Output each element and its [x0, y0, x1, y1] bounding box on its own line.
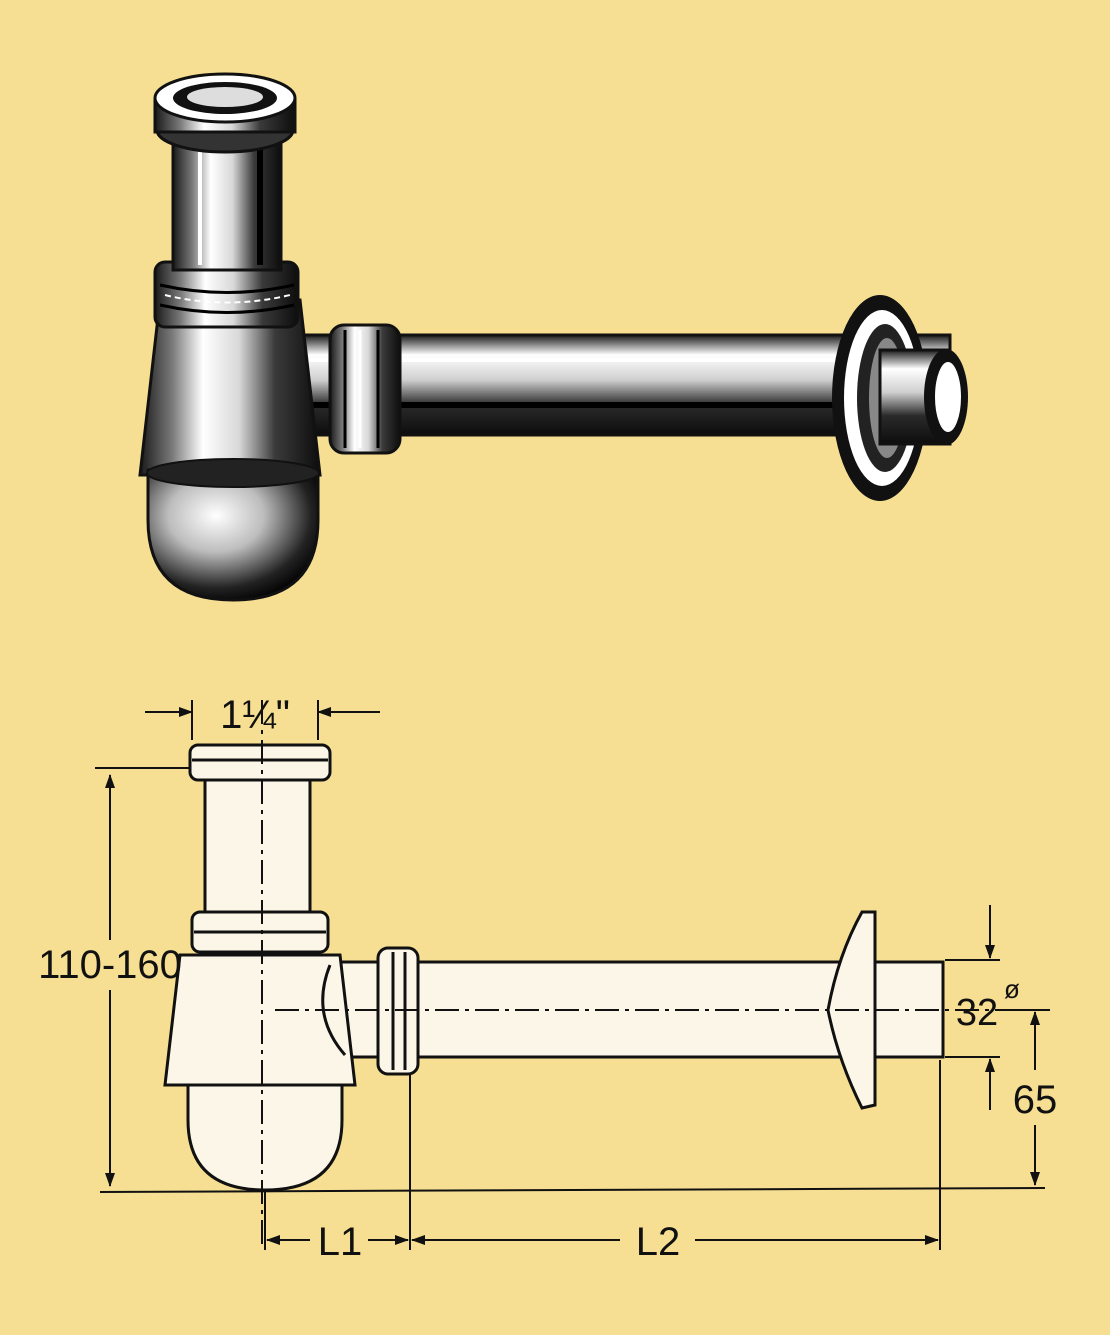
outlet-height-label: 65: [1013, 1078, 1058, 1122]
bottle-body-3d: [138, 298, 322, 602]
dimension-labels: 1¼" 110-160 32 ø 65 L1 L2: [38, 693, 1057, 1264]
l2-label: L2: [636, 1220, 681, 1264]
drawing-tailpiece: [203, 778, 312, 917]
knurled-nut-3d: [153, 260, 300, 329]
l1-label: L1: [318, 1220, 363, 1264]
drawing-bowl: [186, 1083, 344, 1192]
drawing-top-flange: [188, 743, 332, 782]
height-range-label: 110-160: [38, 943, 182, 987]
outlet-diameter-label: 32: [956, 992, 998, 1034]
diameter-symbol-label: ø: [1004, 974, 1020, 1004]
outlet-tube-end-3d: [878, 348, 968, 446]
dimension-lines: [95, 700, 1050, 1250]
inlet-size-label: 1¼": [220, 693, 290, 737]
top-flange-3d: [153, 72, 297, 154]
union-nut-3d: [328, 323, 402, 455]
siphon-technical-drawing: [163, 743, 945, 1192]
siphon-3d-illustration: [138, 72, 968, 602]
center-lines: [261, 700, 1000, 1250]
drawing-bottle-body: [163, 953, 357, 1087]
